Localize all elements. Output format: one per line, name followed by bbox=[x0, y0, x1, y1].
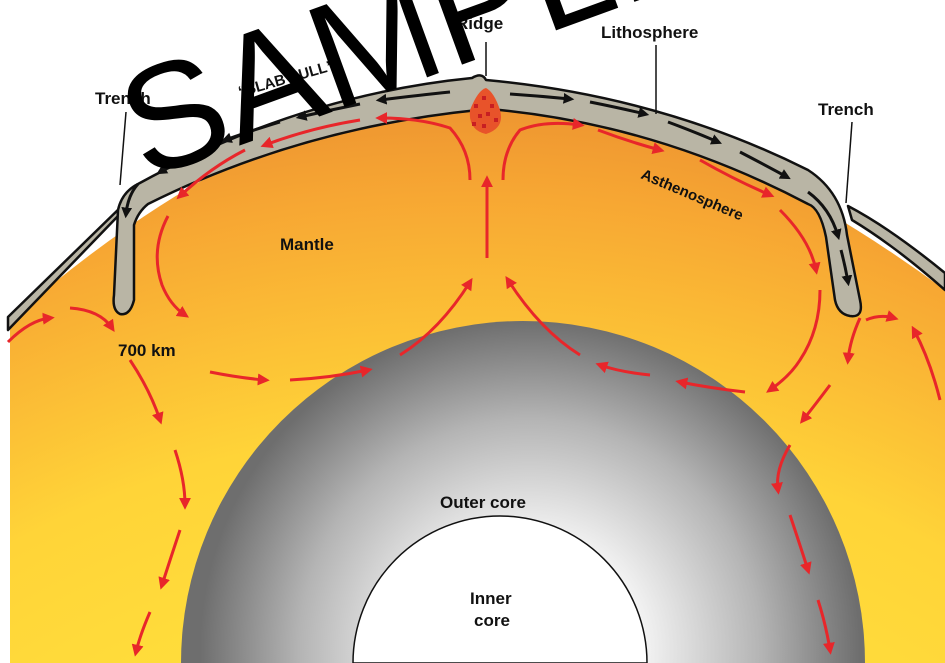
outer-core-label: Outer core bbox=[440, 493, 526, 512]
inner-core-label-line2: core bbox=[474, 611, 510, 630]
mantle-label: Mantle bbox=[280, 235, 334, 254]
trench-right-label: Trench bbox=[818, 100, 874, 119]
inner-core-label-line1: Inner bbox=[470, 589, 512, 608]
leader-trench-right bbox=[846, 122, 852, 203]
depth-label: 700 km bbox=[118, 341, 176, 360]
